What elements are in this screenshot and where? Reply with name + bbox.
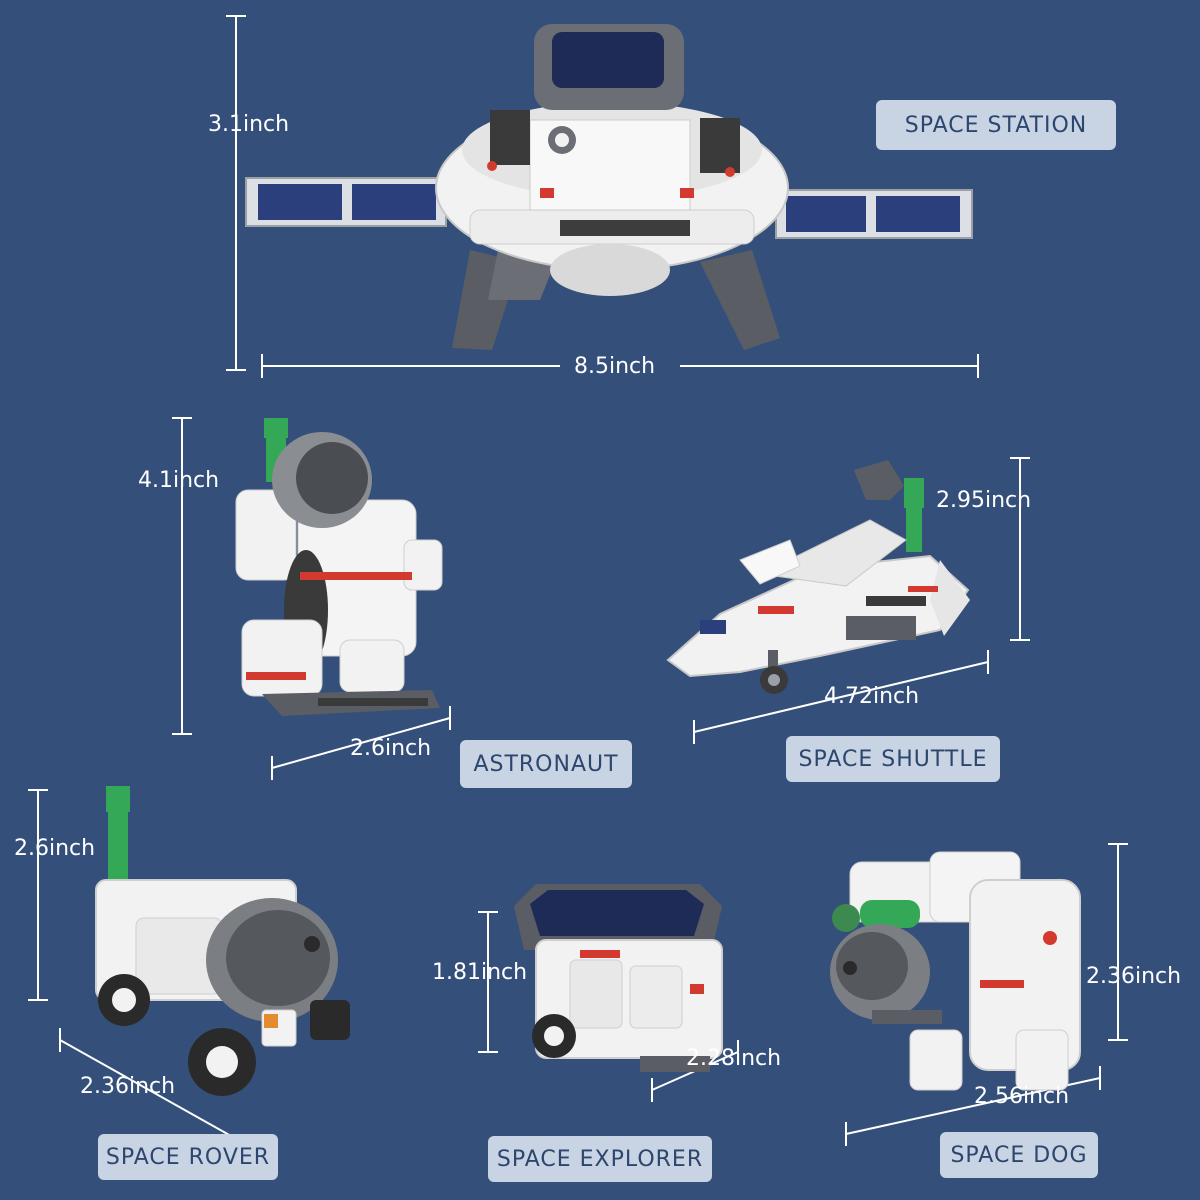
astronaut-height-label: 4.1inch <box>138 468 220 493</box>
rover-height-label: 2.6inch <box>14 836 96 861</box>
space-explorer-model <box>514 884 723 1072</box>
space-rover-model <box>95 786 350 1096</box>
station-height-label: 3.1inch <box>208 112 290 137</box>
astronaut-width-label: 2.6inch <box>350 736 432 761</box>
station-width-label: 8.5inch <box>574 354 656 379</box>
space-dog-tag: SPACE DOG <box>940 1132 1098 1178</box>
measure-lines <box>28 15 1128 1162</box>
dog-width-label: 2.56inch <box>974 1084 1070 1109</box>
astronaut-model <box>235 418 443 716</box>
explorer-width-label: 2.28inch <box>686 1046 782 1071</box>
rover-width-label: 2.36inch <box>80 1074 176 1099</box>
space-rover-tag: SPACE ROVER <box>98 1134 278 1180</box>
shuttle-height-label: 2.95inch <box>936 488 1032 513</box>
space-dog-model <box>830 851 1081 1091</box>
dog-height-label: 2.36inch <box>1086 964 1182 989</box>
space-shuttle-tag: SPACE SHUTTLE <box>786 736 1000 782</box>
shuttle-width-label: 4.72inch <box>824 684 920 709</box>
space-explorer-tag: SPACE EXPLORER <box>488 1136 712 1182</box>
astronaut-tag: ASTRONAUT <box>460 740 632 788</box>
space-station-model <box>245 24 973 350</box>
explorer-height-label: 1.81inch <box>432 960 528 985</box>
space-station-tag: SPACE STATION <box>876 100 1116 150</box>
space-shuttle-model <box>666 460 970 694</box>
